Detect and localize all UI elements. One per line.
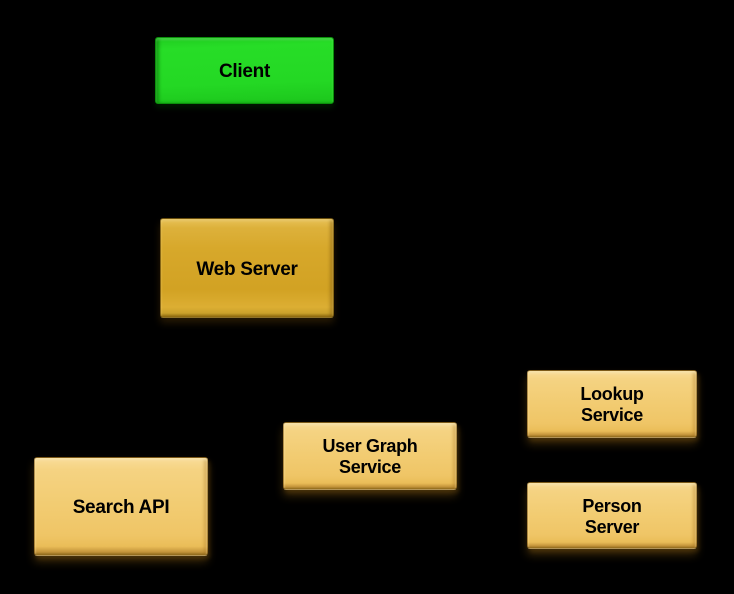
node-search-api-label: Search API — [72, 497, 170, 518]
node-client: Client — [155, 37, 334, 104]
node-web-server-label: Web Server — [196, 258, 298, 280]
node-lookup-service-label: Lookup Service — [580, 384, 644, 425]
node-person-server: Person Server — [527, 482, 697, 549]
node-user-graph-service-label: User Graph Service — [322, 436, 418, 477]
node-lookup-service: Lookup Service — [527, 370, 697, 438]
node-person-server-label: Person Server — [582, 495, 642, 537]
node-user-graph-service: User Graph Service — [283, 422, 457, 490]
node-search-api: Search API — [34, 457, 208, 556]
node-client-label: Client — [219, 61, 270, 82]
node-web-server: Web Server — [160, 218, 334, 318]
